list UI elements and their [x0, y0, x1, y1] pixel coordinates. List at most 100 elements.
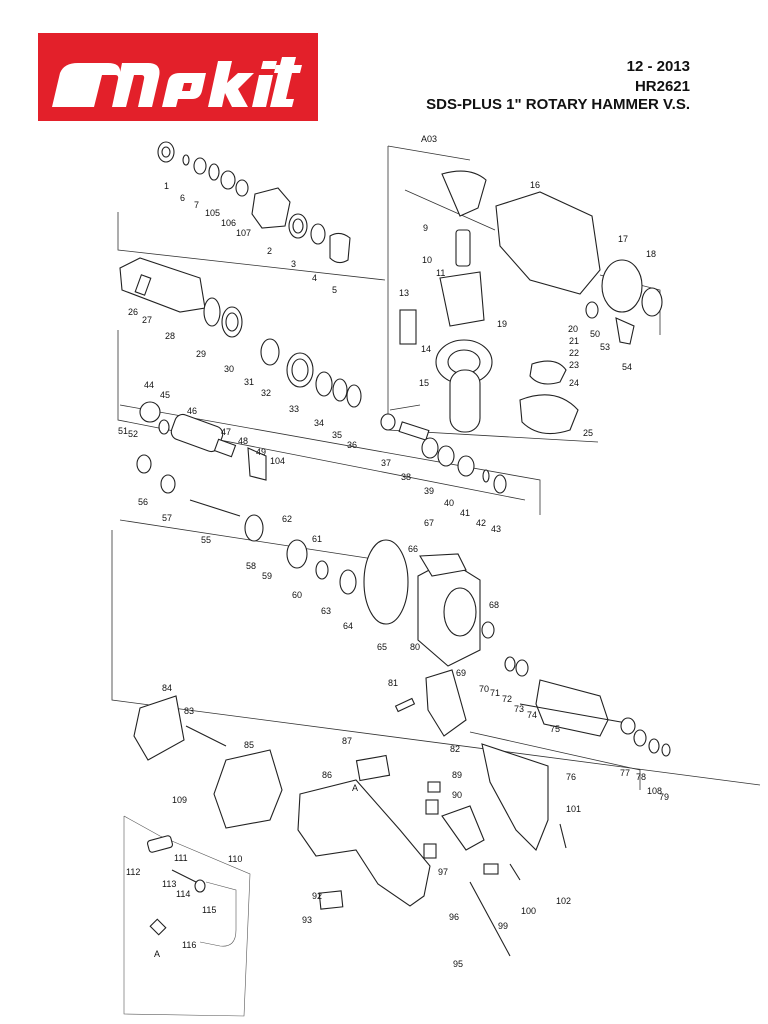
part-label: 64: [343, 621, 353, 631]
part-label: 71: [490, 688, 500, 698]
part-label: 81: [388, 678, 398, 688]
part-label: 114: [176, 889, 190, 899]
part-label: 9: [423, 223, 428, 233]
part-label: 84: [162, 683, 172, 693]
part-label: 49: [256, 447, 266, 457]
part-label: 58: [246, 561, 256, 571]
part-label: 74: [527, 710, 537, 720]
spindle-parts: [380, 413, 507, 494]
part-label: 62: [282, 514, 292, 524]
part-label: 41: [460, 508, 470, 518]
part-label: 7: [194, 200, 199, 210]
part-label: 101: [566, 804, 581, 814]
part-label: 22: [569, 348, 579, 358]
part-label: 85: [244, 740, 254, 750]
part-label: 60: [292, 590, 302, 600]
part-label: 5: [332, 285, 337, 295]
part-label: 27: [142, 315, 152, 325]
part-label: 4: [312, 273, 317, 283]
part-label: 43: [491, 524, 501, 534]
part-label: 48: [238, 436, 248, 446]
part-label: 108: [647, 786, 662, 796]
part-label: 112: [126, 867, 140, 877]
part-label: 73: [514, 704, 524, 714]
part-label: 89: [452, 770, 462, 780]
part-label: 70: [479, 684, 489, 694]
part-label: 61: [312, 534, 322, 544]
part-label: 115: [202, 905, 216, 915]
part-label: 36: [347, 440, 357, 450]
part-label: 65: [377, 642, 387, 652]
part-label: 34: [314, 418, 324, 428]
part-label: 25: [583, 428, 593, 438]
part-label: 15: [419, 378, 429, 388]
part-label: 6: [180, 193, 185, 203]
part-label: 77: [620, 768, 630, 778]
part-label: 100: [521, 906, 536, 916]
callout-a: A: [352, 783, 358, 793]
part-label: 79: [659, 792, 669, 802]
part-label: 24: [569, 378, 579, 388]
exploded-parts-diagram: 1 6 7 105 106 107 2 3 4 5 26 27 28 29 30…: [111, 134, 761, 1017]
part-label: 96: [449, 912, 459, 922]
part-label: 116: [182, 940, 196, 950]
part-label: 40: [444, 498, 454, 508]
part-label: 102: [556, 896, 571, 906]
part-label: 75: [550, 724, 560, 734]
part-label: 1: [164, 181, 169, 191]
part-label: 28: [165, 331, 175, 341]
part-label: 26: [128, 307, 138, 317]
part-label: 46: [187, 406, 197, 416]
part-label: 37: [381, 458, 391, 468]
part-label: 56: [138, 497, 148, 507]
part-label: 68: [489, 600, 499, 610]
part-label: 66: [408, 544, 418, 554]
part-label: 16: [530, 180, 540, 190]
part-label: 111: [174, 853, 188, 863]
part-label: 113: [162, 879, 176, 889]
part-label: 110: [228, 854, 242, 864]
part-label: 72: [502, 694, 512, 704]
part-label: 47: [221, 427, 231, 437]
part-label: 55: [201, 535, 211, 545]
part-label: 19: [497, 319, 507, 329]
part-label: 2: [267, 246, 272, 256]
piston-assembly: [136, 401, 357, 595]
part-label: 93: [302, 915, 312, 925]
part-label: 92: [312, 891, 322, 901]
part-label: 30: [224, 364, 234, 374]
part-label: 45: [160, 390, 170, 400]
makita-logo: ®: [38, 33, 318, 121]
barrel-assembly: [119, 257, 362, 408]
part-label: 53: [600, 342, 610, 352]
part-label: 3: [291, 259, 296, 269]
part-label: 82: [450, 744, 460, 754]
part-label: 39: [424, 486, 434, 496]
part-label: 63: [321, 606, 331, 616]
part-labels: 1 6 7 105 106 107 2 3 4 5 26 27 28 29 30…: [118, 134, 669, 969]
part-label: 95: [453, 959, 463, 969]
document-title: SDS-PLUS 1" ROTARY HAMMER V.S.: [426, 96, 690, 113]
part-label: 105: [205, 208, 220, 218]
side-handle-assembly: [399, 170, 493, 433]
part-label: 42: [476, 518, 486, 528]
part-label: 109: [172, 795, 187, 805]
document-date: 12 - 2013: [626, 58, 690, 75]
gear-housing-assembly: [363, 539, 671, 757]
motor-housing-assembly: [133, 695, 567, 957]
part-label: 54: [622, 362, 632, 372]
part-label: 87: [342, 736, 352, 746]
switch-detail-box: [123, 815, 251, 1017]
part-label: 21: [569, 336, 579, 346]
part-label: 50: [590, 329, 600, 339]
part-label: 69: [456, 668, 466, 678]
part-label: 107: [236, 228, 251, 238]
front-cap-assembly: [157, 141, 351, 264]
part-label: 29: [196, 349, 206, 359]
part-label: 18: [646, 249, 656, 259]
part-label: 10: [422, 255, 432, 265]
part-label: 57: [162, 513, 172, 523]
part-label: 44: [144, 380, 154, 390]
makita-wordmark-icon: [52, 57, 302, 107]
part-label: 78: [636, 772, 646, 782]
